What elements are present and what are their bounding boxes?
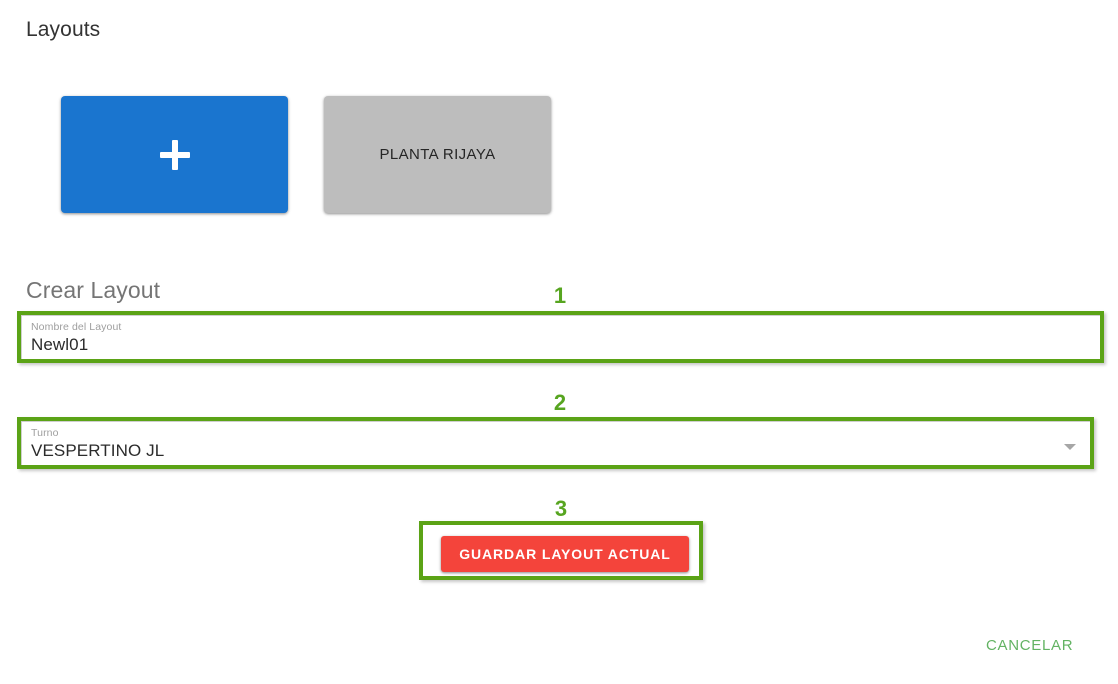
page-title: Layouts xyxy=(26,18,101,41)
create-layout-heading: Crear Layout xyxy=(26,277,161,303)
step-number-1: 1 xyxy=(553,283,567,308)
layout-cards-row: PLANTA RIJAYA xyxy=(61,96,551,213)
cancel-button[interactable]: CANCELAR xyxy=(986,637,1074,654)
add-layout-card[interactable] xyxy=(61,96,288,213)
step-number-3: 3 xyxy=(554,496,568,521)
chevron-down-icon[interactable] xyxy=(1064,444,1076,450)
save-layout-button[interactable]: GUARDAR LAYOUT ACTUAL xyxy=(441,536,689,572)
layout-name-value: Newl01 xyxy=(31,335,89,354)
plus-icon xyxy=(159,139,190,170)
layout-name-input[interactable]: Nombre del Layout Newl01 xyxy=(21,315,1100,359)
turno-select[interactable]: Turno VESPERTINO JL xyxy=(21,421,1090,465)
layout-card-planta-rijaya[interactable]: PLANTA RIJAYA xyxy=(324,96,551,213)
highlight-frame-save-button: GUARDAR LAYOUT ACTUAL xyxy=(419,521,703,580)
turno-selected-value: VESPERTINO JL xyxy=(31,441,165,460)
layout-card-label: PLANTA RIJAYA xyxy=(379,146,496,163)
turno-label: Turno xyxy=(31,427,59,439)
highlight-frame-turno: Turno VESPERTINO JL xyxy=(17,417,1094,469)
step-number-2: 2 xyxy=(553,390,567,415)
layout-name-label: Nombre del Layout xyxy=(31,321,122,333)
highlight-frame-layout-name: Nombre del Layout Newl01 xyxy=(17,311,1104,363)
